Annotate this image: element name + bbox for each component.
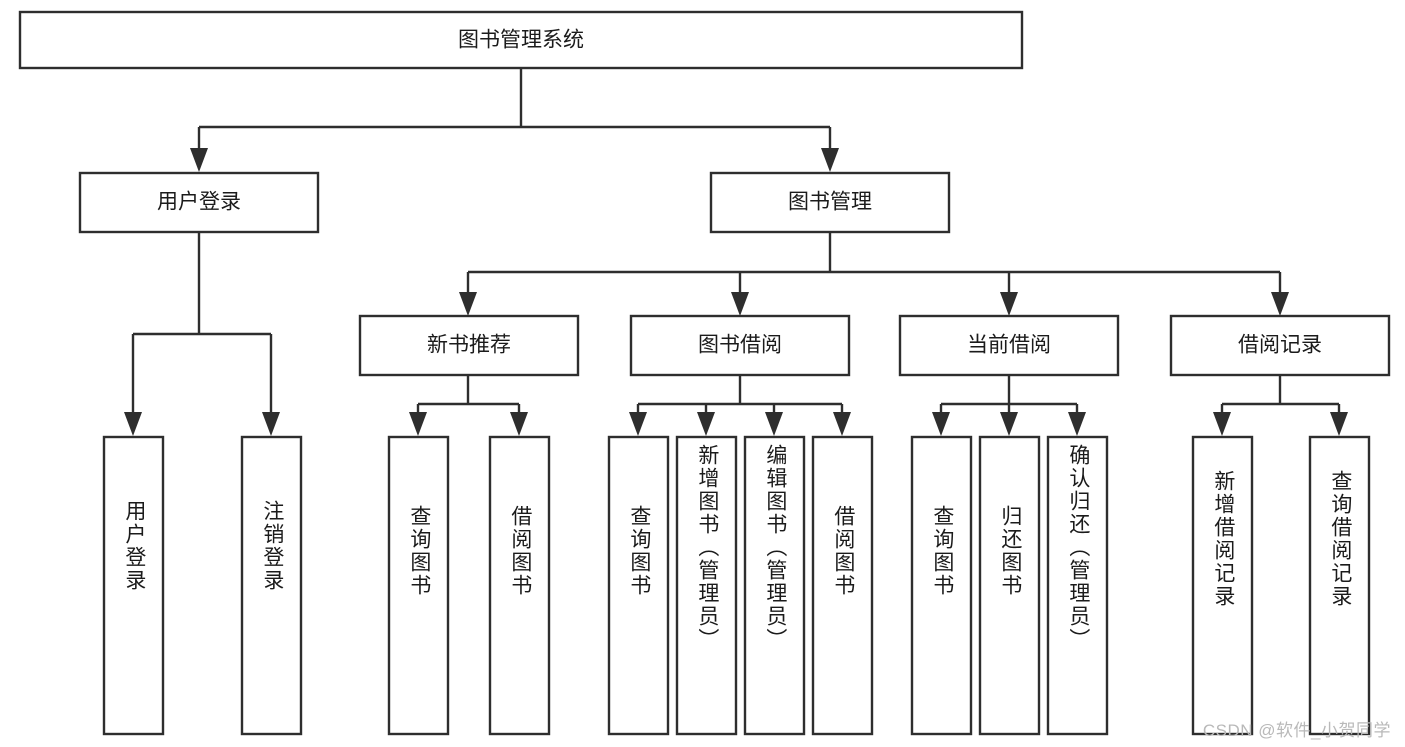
- node-root[interactable]: 图书管理系统: [18, 10, 1024, 70]
- arrow-head-bb-leaf-1: [629, 412, 647, 436]
- connector-group-book-mgmt: [459, 232, 1289, 316]
- connector-group-root: [190, 68, 839, 172]
- node-borrow-record[interactable]: 借阅记录: [1169, 314, 1391, 377]
- arrow-head-current-borrow: [1000, 292, 1018, 316]
- node-borrow-record-box[interactable]: [1169, 314, 1391, 377]
- node-book-borrow[interactable]: 图书借阅: [629, 314, 851, 377]
- node-user-login-label: 用户登录: [157, 191, 241, 214]
- node-new-book-recommend[interactable]: 新书推荐: [358, 314, 580, 377]
- node-book-borrow-box[interactable]: [629, 314, 851, 377]
- node-new-book-recommend-label: 新书推荐: [427, 334, 511, 357]
- arrow-head-nbr-leaf-1: [409, 412, 427, 436]
- arrow-head-borrow-record: [1271, 292, 1289, 316]
- arrow-head-user-login: [190, 148, 208, 172]
- arrow-head-cb-leaf-3: [1068, 412, 1086, 436]
- arrow-head-br-leaf-2: [1330, 412, 1348, 436]
- arrow-head-book-mgmt: [821, 148, 839, 172]
- node-root-box[interactable]: [18, 10, 1024, 70]
- leaf-box-nbr-2[interactable]: [488, 435, 551, 736]
- connector-group-book-borrow: [629, 375, 851, 436]
- connector-group-user-login: [124, 232, 280, 436]
- arrow-head-leaf-logout: [262, 412, 280, 436]
- node-user-login[interactable]: 用户登录: [78, 171, 320, 234]
- arrow-head-br-leaf-1: [1213, 412, 1231, 436]
- leaf-box-user-login-2[interactable]: [240, 435, 303, 736]
- node-book-management[interactable]: 图书管理: [709, 171, 951, 234]
- node-book-management-label: 图书管理: [788, 191, 872, 214]
- leaf-box-cb-1[interactable]: [910, 435, 973, 736]
- arrow-head-new-book-recommend: [459, 292, 477, 316]
- arrow-head-bb-leaf-2: [697, 412, 715, 436]
- leaf-box-bb-2[interactable]: [675, 435, 738, 736]
- leaf-box-nbr-1[interactable]: [387, 435, 450, 736]
- connector-group-borrow-record: [1213, 375, 1348, 436]
- node-book-management-box[interactable]: [709, 171, 951, 234]
- node-new-book-recommend-box[interactable]: [358, 314, 580, 377]
- leaf-box-cb-2[interactable]: [978, 435, 1041, 736]
- node-current-borrow[interactable]: 当前借阅: [898, 314, 1120, 377]
- connector-group-current-borrow: [932, 375, 1086, 436]
- node-current-borrow-label: 当前借阅: [967, 334, 1051, 357]
- leaf-box-bb-4[interactable]: [811, 435, 874, 736]
- node-user-login-box[interactable]: [78, 171, 320, 234]
- arrow-head-cb-leaf-2: [1000, 412, 1018, 436]
- csdn-watermark: CSDN @软件_小贺同学: [1202, 721, 1391, 740]
- leaf-box-bb-3[interactable]: [743, 435, 806, 736]
- arrow-head-bb-leaf-3: [765, 412, 783, 436]
- arrow-head-nbr-leaf-2: [510, 412, 528, 436]
- node-book-borrow-label: 图书借阅: [698, 334, 782, 357]
- node-root-label: 图书管理系统: [458, 29, 584, 52]
- arrow-head-leaf-user-login: [124, 412, 142, 436]
- arrow-head-book-borrow: [731, 292, 749, 316]
- arrow-head-cb-leaf-1: [932, 412, 950, 436]
- node-current-borrow-box[interactable]: [898, 314, 1120, 377]
- arrow-head-bb-leaf-4: [833, 412, 851, 436]
- connector-group-new-book-recommend: [409, 375, 528, 436]
- leaf-box-bb-1[interactable]: [607, 435, 670, 736]
- leaf-box-br-1[interactable]: [1191, 435, 1254, 736]
- node-borrow-record-label: 借阅记录: [1238, 334, 1322, 357]
- leaf-box-cb-3[interactable]: [1046, 435, 1109, 736]
- leaf-box-user-login-1[interactable]: [102, 435, 165, 736]
- leaf-box-br-2[interactable]: [1308, 435, 1371, 736]
